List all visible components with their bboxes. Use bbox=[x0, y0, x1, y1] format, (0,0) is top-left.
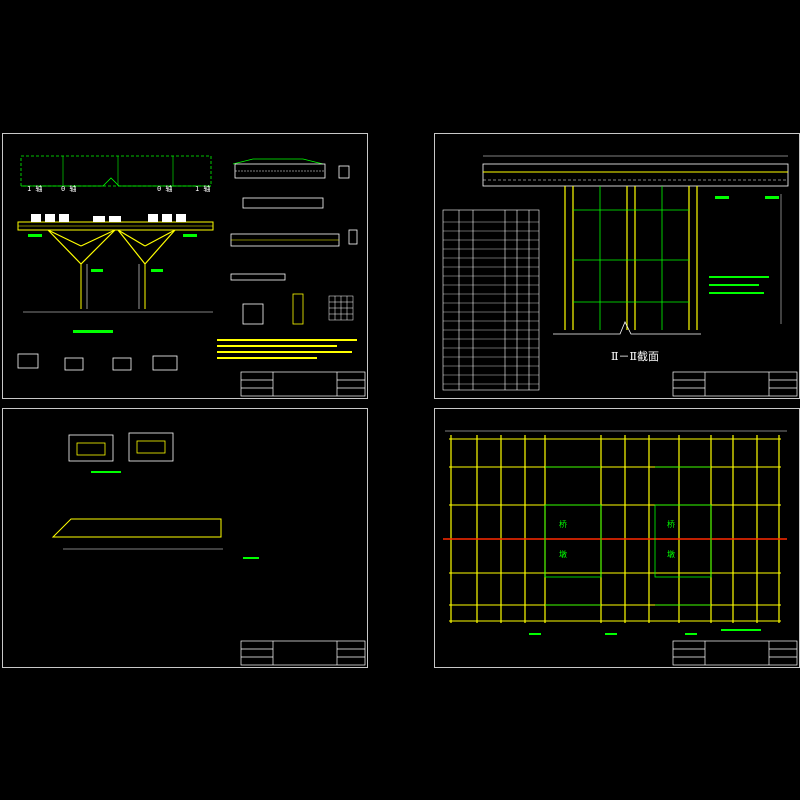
member-detail-drawing bbox=[51, 432, 366, 666]
axis-label: 0 轴 bbox=[61, 185, 77, 193]
grid-plan-drawing bbox=[443, 430, 798, 666]
section-drawing bbox=[442, 155, 798, 397]
drawing-sheet-grid-plan[interactable]: 桥 墩 桥 墩 bbox=[434, 408, 800, 668]
drawing-sheet-section[interactable]: Ⅱ－Ⅱ截面 bbox=[434, 133, 800, 399]
axis-label: 1 轴 bbox=[27, 185, 43, 193]
axis-label: 1 轴 bbox=[195, 185, 211, 193]
drawing-sheet-cross-section[interactable]: 1 轴 0 轴 0 轴 1 轴 bbox=[2, 133, 368, 399]
drawing-sheet-member-detail[interactable] bbox=[2, 408, 368, 668]
pier-label: 桥 bbox=[667, 520, 675, 529]
cross-section-drawing bbox=[17, 155, 366, 397]
pier-label: 墩 bbox=[559, 550, 567, 559]
axis-label: 0 轴 bbox=[157, 185, 173, 193]
section-caption: Ⅱ－Ⅱ截面 bbox=[611, 350, 659, 363]
pier-label: 墩 bbox=[667, 550, 675, 559]
pier-label: 桥 bbox=[559, 520, 567, 529]
